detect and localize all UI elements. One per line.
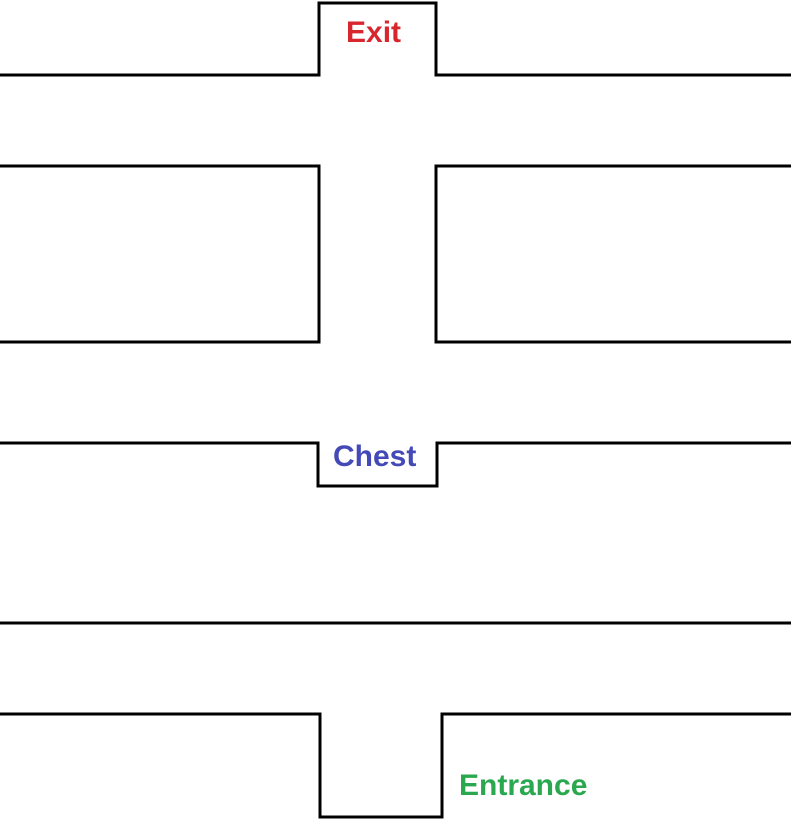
exit-alcove-wall xyxy=(0,1,791,77)
entrance-label: Entrance xyxy=(459,769,587,802)
right-room-wall xyxy=(434,164,791,344)
chest-label: Chest xyxy=(333,440,416,473)
exit-label: Exit xyxy=(346,16,401,49)
chest-alcove-wall xyxy=(0,441,791,488)
entrance-alcove-wall xyxy=(0,712,791,819)
left-room-wall xyxy=(0,164,321,344)
